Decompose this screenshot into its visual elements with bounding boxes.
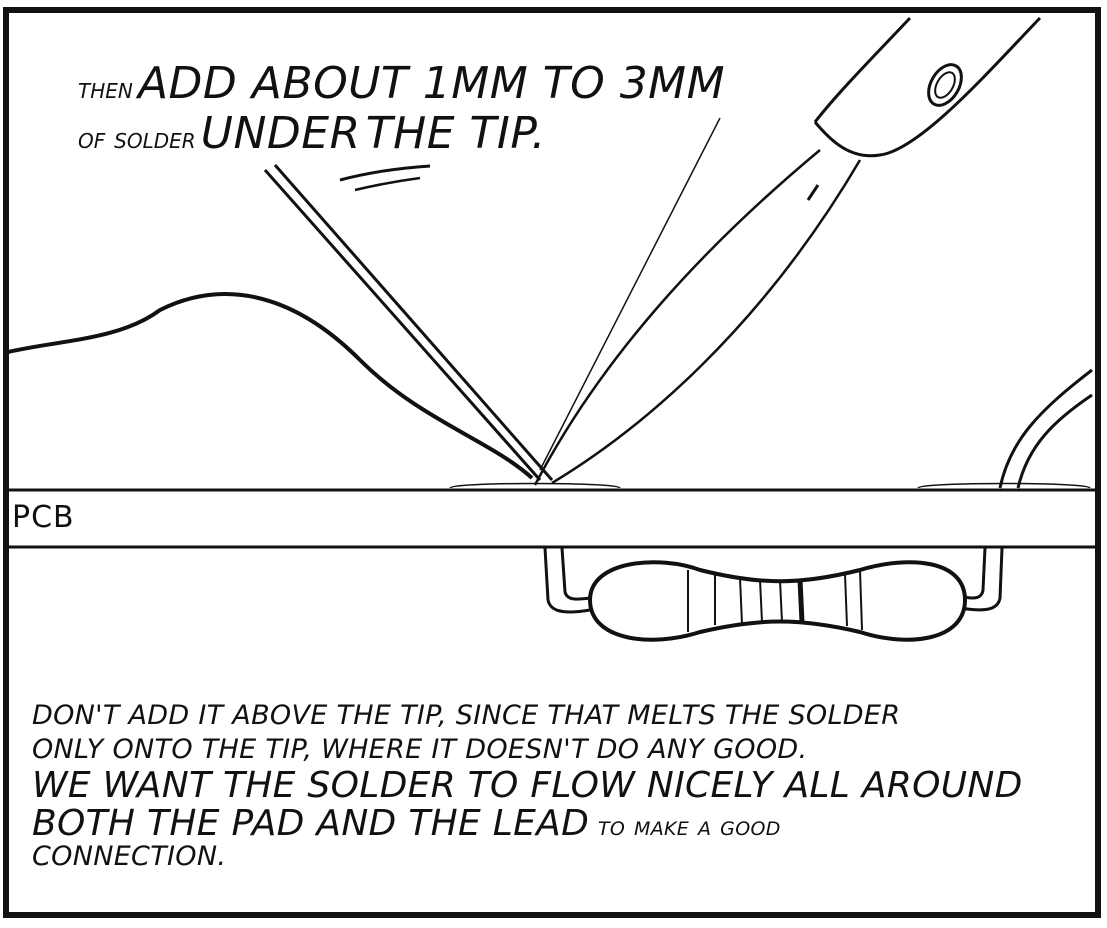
bottom-caption-line-5: connection.: [32, 843, 226, 870]
bottom-caption-line-2: only onto the tip, where it doesn't do a…: [32, 736, 807, 763]
bottom-caption-line-1: Don't add it above the tip, since that m…: [32, 702, 900, 729]
top-caption-of-solder: of solder: [78, 122, 196, 155]
bottom-caption-pad-and-lead: both the pad and the lead: [32, 803, 589, 844]
pcb-label: PCB: [12, 500, 75, 535]
bottom-caption-line-3: We want the solder to flow nicely all ar…: [32, 768, 1023, 804]
top-caption-amount: add about 1mm to 3mm: [138, 58, 725, 109]
top-caption-line-2: of solder under the tip.: [78, 112, 546, 156]
bottom-caption-to-make: to make a good: [598, 811, 781, 842]
top-caption-line-1: Then add about 1mm to 3mm: [78, 62, 725, 106]
top-caption-then: Then: [78, 72, 133, 105]
resistor-band-dark: [800, 580, 802, 622]
top-caption-the-tip: the tip.: [366, 108, 546, 159]
bottom-caption-line-4: both the pad and the lead to make a good: [32, 806, 781, 842]
top-caption-under: under: [201, 108, 361, 159]
